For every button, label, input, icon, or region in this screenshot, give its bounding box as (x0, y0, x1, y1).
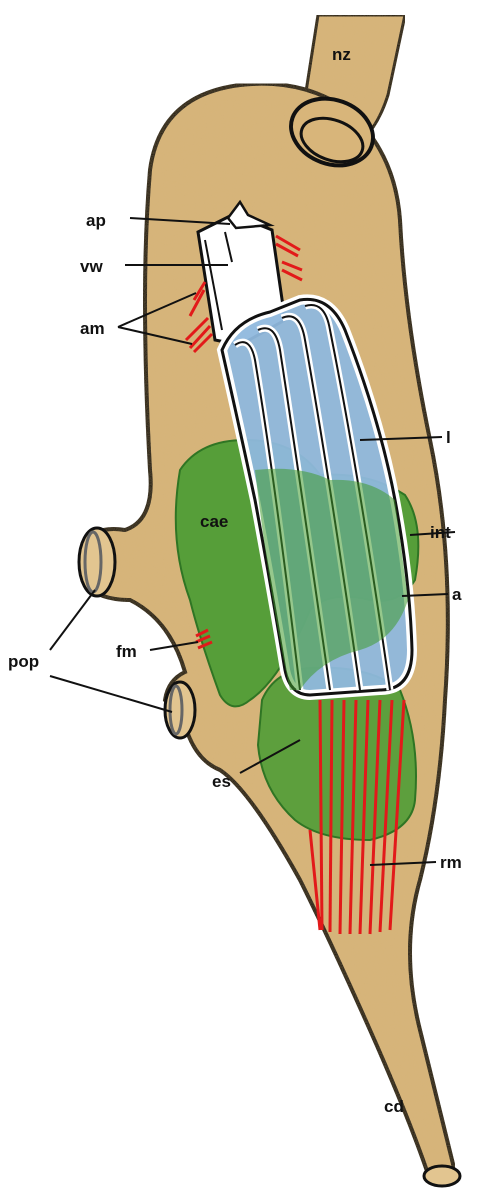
label-am: am (80, 319, 105, 338)
retractor-strand (330, 700, 332, 932)
leader-pop-lower (50, 676, 172, 712)
cd-opening (424, 1166, 460, 1186)
leader-pop-upper (50, 590, 95, 650)
label-pop: pop (8, 652, 39, 671)
label-es: es (212, 772, 231, 791)
label-l: l (446, 428, 451, 447)
label-cae: cae (200, 512, 228, 531)
label-vw: vw (80, 257, 103, 276)
label-a: a (452, 585, 462, 604)
label-cd: cd (384, 1097, 404, 1116)
retractor-strand (320, 700, 322, 930)
label-rm: rm (440, 853, 462, 872)
label-nz: nz (332, 45, 351, 64)
label-int: int (430, 523, 451, 542)
label-ap: ap (86, 211, 106, 230)
label-fm: fm (116, 642, 137, 661)
